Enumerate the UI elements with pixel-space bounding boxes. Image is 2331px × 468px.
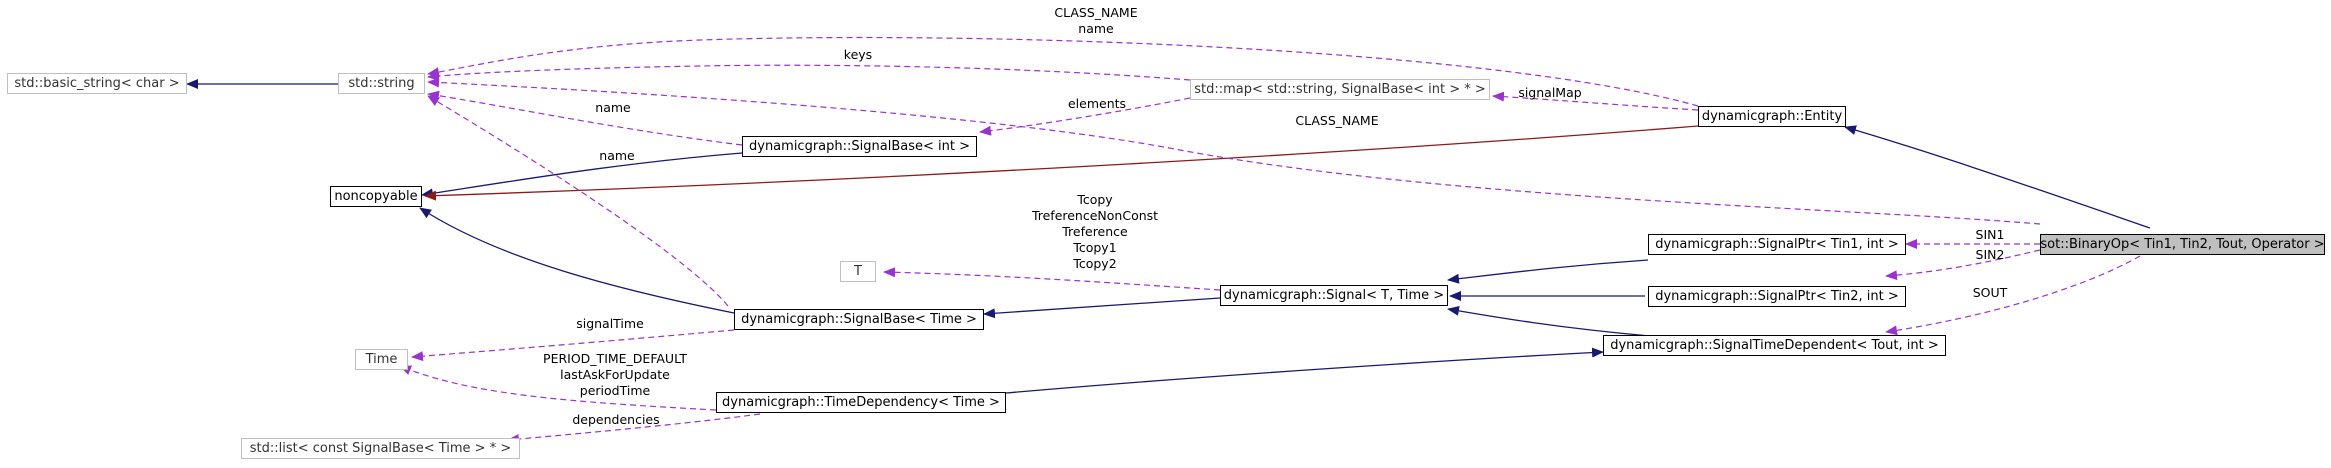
node-entity[interactable]: dynamicgraph::Entity [1698, 106, 1846, 127]
label-signaltime: signalTime [576, 316, 644, 331]
label-period-group: PERIOD_TIME_DEFAULT lastAskForUpdate per… [543, 351, 687, 398]
edge-signal-to-sbtime [983, 297, 1221, 319]
node-signalptr-tin2[interactable]: dynamicgraph::SignalPtr< Tin2, int > [1648, 286, 1906, 307]
node-time[interactable]: Time [355, 349, 408, 370]
node-signalptr-tin1[interactable]: dynamicgraph::SignalPtr< Tin1, int > [1648, 234, 1906, 255]
edge-timedependency-to-std [1005, 347, 1604, 394]
edge-binaryop-to-string [427, 77, 2041, 225]
label-name-signalbase-int: name [595, 100, 631, 115]
edge-signalptr1-to-signal [1447, 259, 1649, 284]
node-signal[interactable]: dynamicgraph::Signal< T, Time > [1220, 285, 1448, 306]
edge-sbtime-to-string [427, 95, 729, 307]
node-timedependency[interactable]: dynamicgraph::TimeDependency< Time > [716, 392, 1006, 413]
label-name-signalbase-time: name [599, 148, 635, 163]
edge-signal-to-t [883, 267, 1221, 291]
node-std-map[interactable]: std::map< std::string, SignalBase< int >… [1190, 79, 1490, 100]
label-sin1: SIN1 [1975, 227, 2005, 242]
label-dependencies: dependencies [572, 412, 660, 427]
edge-sbtime-to-noncopyable [419, 207, 735, 314]
label-elements: elements [1067, 96, 1127, 111]
label-sout: SOUT [1972, 285, 2008, 300]
edge-std-to-signal [1447, 305, 1651, 337]
edge-binaryop-to-std [1885, 255, 2141, 336]
node-signalbase-int[interactable]: dynamicgraph::SignalBase< int > [742, 136, 977, 157]
edge-sbint-to-noncopyable [421, 152, 743, 199]
label-tcopy-group: Tcopy TreferenceNonConst Treference Tcop… [1031, 192, 1159, 271]
node-std-basic-string[interactable]: std::basic_string< char > [7, 73, 187, 94]
edge-entity-to-map [1492, 91, 1699, 111]
node-std-list[interactable]: std::list< const SignalBase< Time > * > [241, 438, 520, 459]
edge-entity-to-string [427, 36, 1699, 107]
node-noncopyable[interactable]: noncopyable [330, 186, 422, 207]
node-std-string[interactable]: std::string [338, 73, 425, 94]
node-binaryop[interactable]: sot::BinaryOp< Tin1, Tin2, Tout, Operato… [2040, 234, 2325, 255]
edge-timedependency-to-time [399, 365, 717, 411]
edge-binaryop-to-entity [1844, 125, 2151, 229]
node-signaltimedependent[interactable]: dynamicgraph::SignalTimeDependent< Tout,… [1603, 335, 1946, 356]
edge-entity-to-noncopyable [424, 125, 1699, 201]
edge-sbint-to-string [427, 90, 743, 146]
label-signalmap: signalMap [1518, 85, 1582, 100]
label-sin2: SIN2 [1975, 247, 2005, 262]
node-signalbase-time[interactable]: dynamicgraph::SignalBase< Time > [734, 309, 984, 330]
label-class-name-name: CLASS_NAME name [1054, 5, 1138, 36]
label-keys: keys [843, 47, 873, 62]
label-class-name: CLASS_NAME [1295, 113, 1379, 128]
edge-map-to-string [427, 64, 1191, 81]
edge-map-to-sbint [979, 97, 1191, 136]
edge-timedependency-to-list [507, 413, 761, 445]
edge-sbtime-to-time [411, 329, 735, 362]
node-t[interactable]: T [840, 261, 876, 282]
edge-binaryop-to-signalptr2 [1885, 249, 2041, 281]
